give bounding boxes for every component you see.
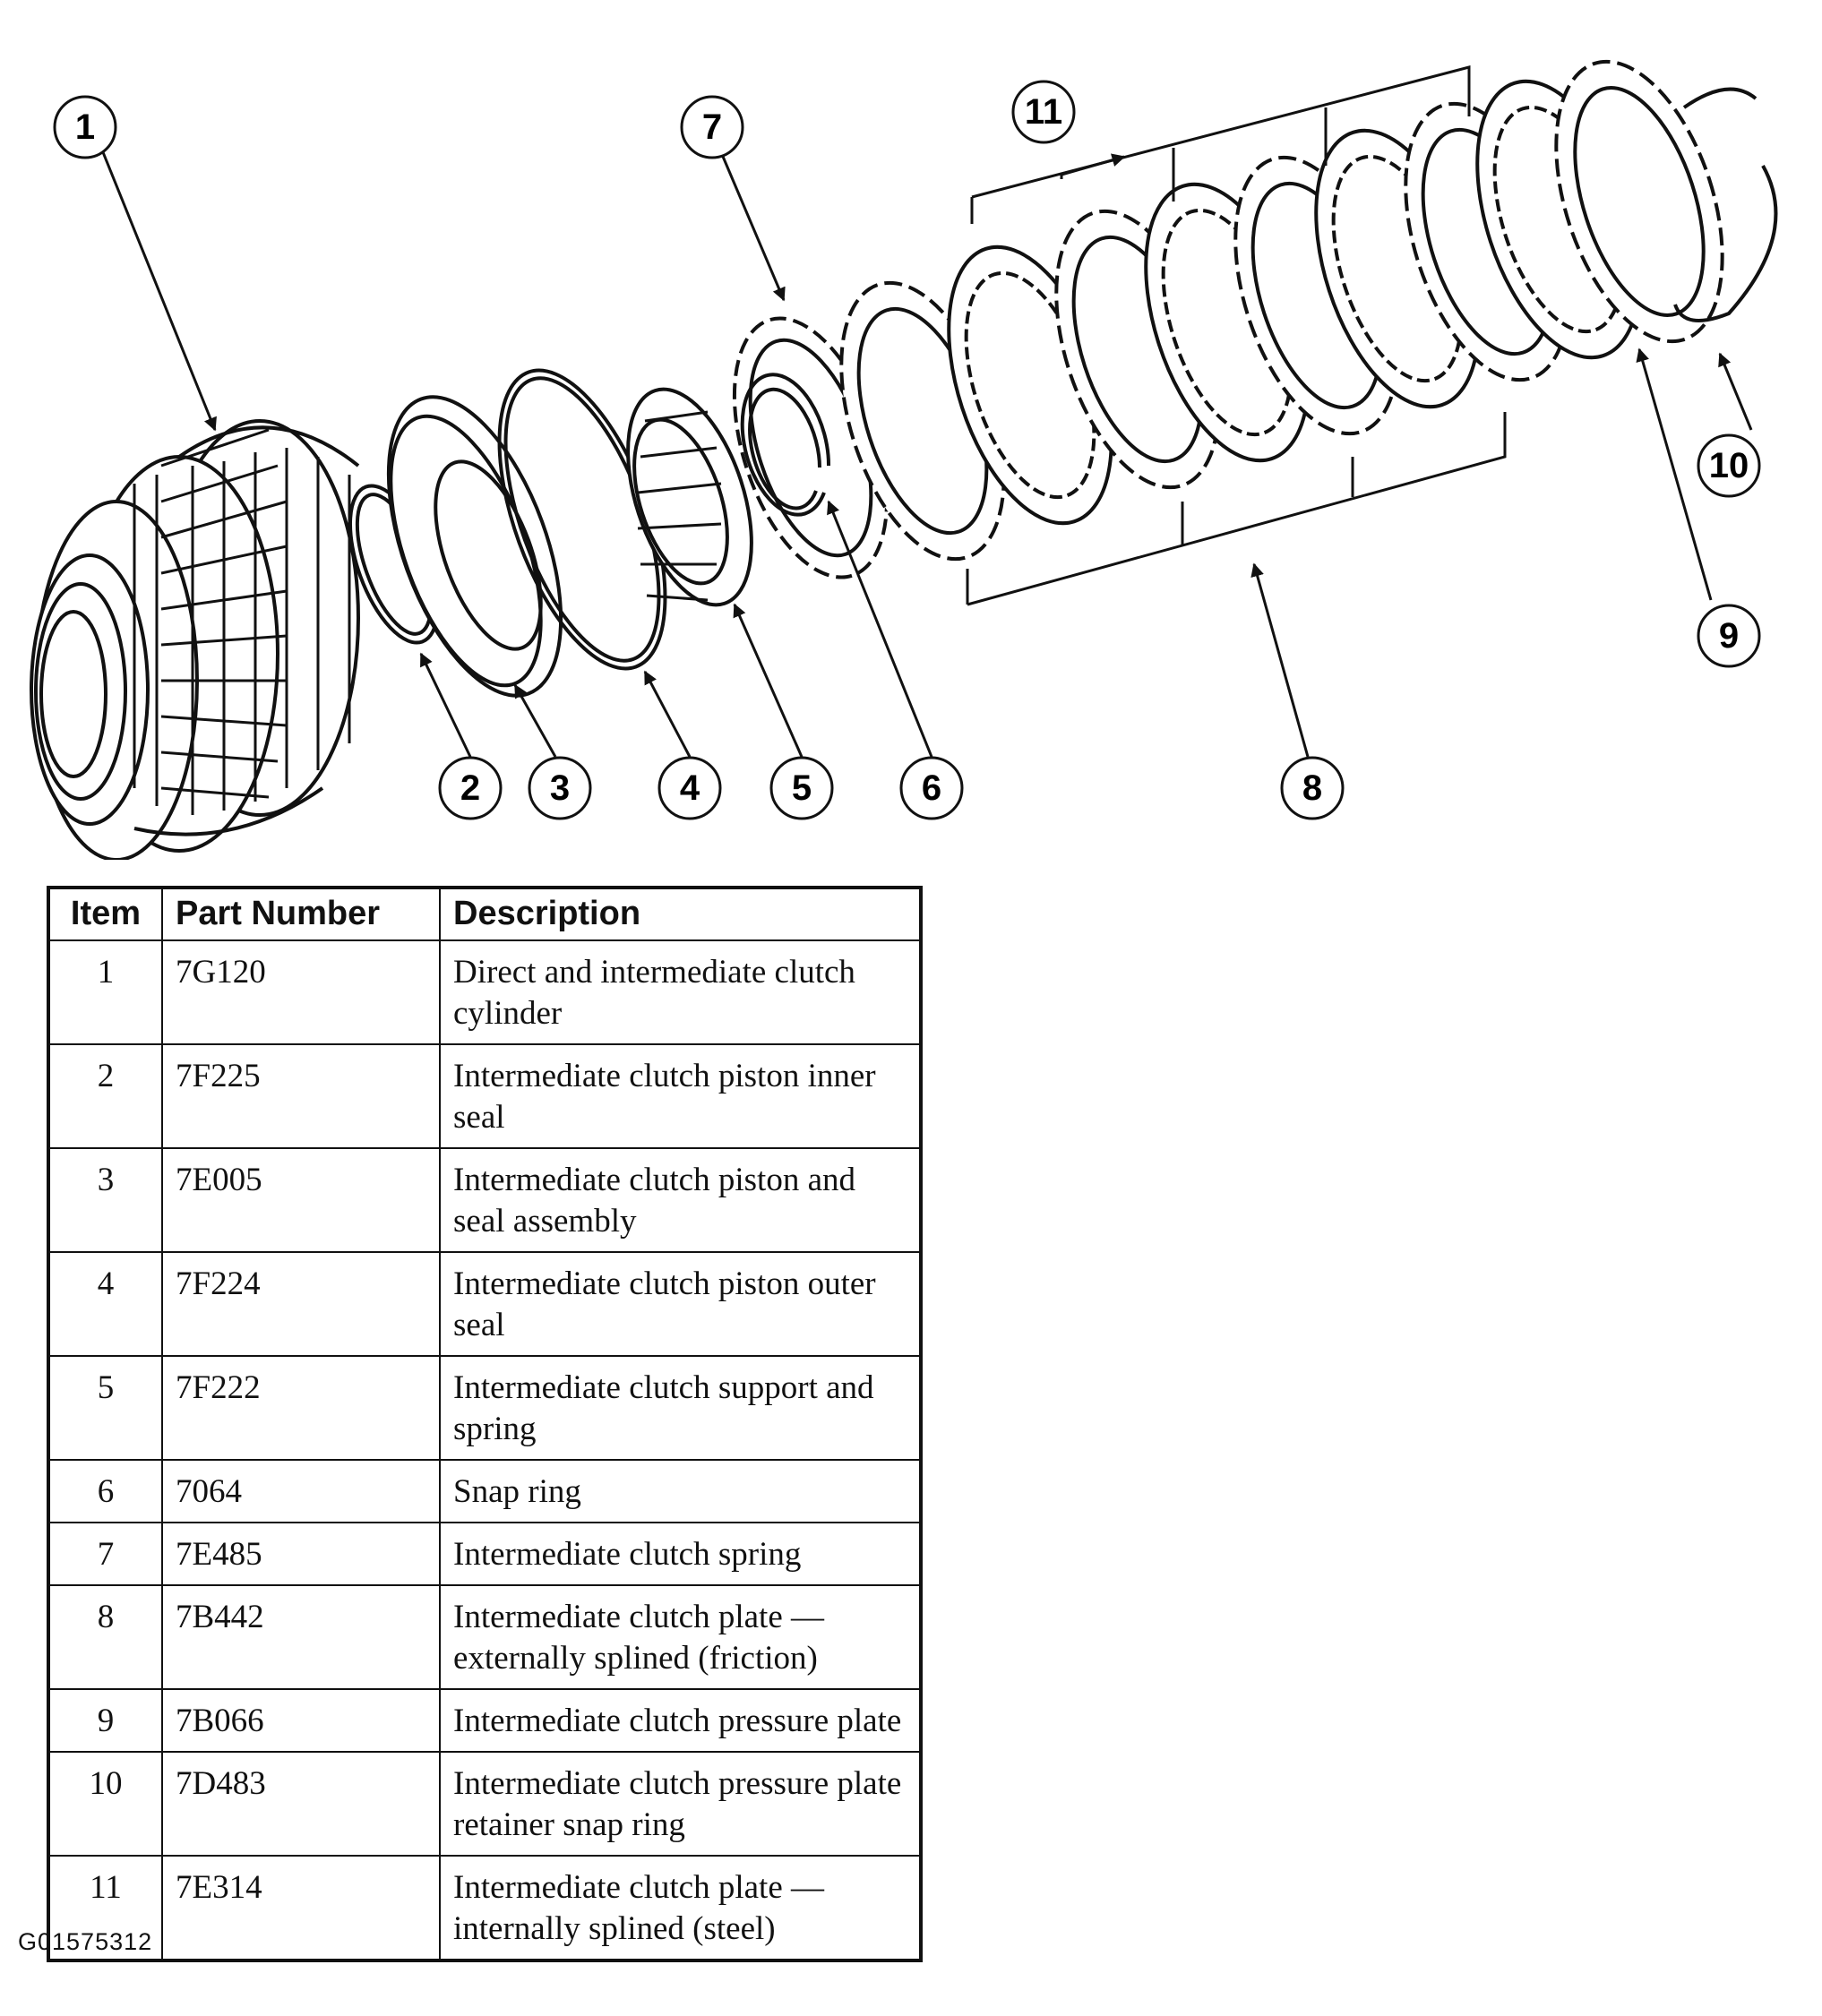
svg-text:8: 8 <box>1302 768 1322 808</box>
callout-4: 4 <box>657 756 722 820</box>
cell-item: 4 <box>47 1251 163 1357</box>
cell-item: 7 <box>47 1522 163 1586</box>
cell-description: Intermediate clutch spring <box>439 1522 922 1586</box>
cell-item: 2 <box>47 1043 163 1149</box>
cell-item: 10 <box>47 1751 163 1857</box>
cell-part-number: 7D483 <box>161 1751 441 1857</box>
cell-part-number: 7E005 <box>161 1147 441 1253</box>
header-part-number: Part Number <box>161 887 441 941</box>
clutch-cylinder-drawing <box>30 419 360 860</box>
cell-description: Intermediate clutch plate — externally s… <box>439 1584 922 1690</box>
svg-text:3: 3 <box>550 768 570 808</box>
cell-description: Direct and intermediate clutch cylinder <box>439 939 922 1045</box>
callout-11: 11 <box>1011 80 1076 144</box>
cell-description: Intermediate clutch support and spring <box>439 1355 922 1461</box>
callout-5: 5 <box>769 756 834 820</box>
cell-item: 1 <box>47 939 163 1045</box>
cell-part-number: 7B442 <box>161 1584 441 1690</box>
piston-drawing <box>386 395 563 698</box>
cell-item: 3 <box>47 1147 163 1253</box>
svg-text:7: 7 <box>702 107 722 147</box>
svg-text:5: 5 <box>792 768 812 808</box>
cell-item: 5 <box>47 1355 163 1461</box>
cell-item: 6 <box>47 1459 163 1523</box>
cell-description: Intermediate clutch piston outer seal <box>439 1251 922 1357</box>
figure-id: G01575312 <box>18 1928 153 1955</box>
leader-lines <box>101 151 1753 758</box>
exploded-view-diagram: 1 2 3 4 5 6 7 8 9 10 11 <box>30 59 1778 860</box>
cell-part-number: 7E485 <box>161 1522 441 1586</box>
callout-8: 8 <box>1280 756 1345 820</box>
cell-description: Intermediate clutch piston and seal asse… <box>439 1147 922 1253</box>
callout-2: 2 <box>438 756 503 820</box>
cell-part-number: 7F224 <box>161 1251 441 1357</box>
callout-10: 10 <box>1697 433 1761 498</box>
svg-text:4: 4 <box>680 768 700 808</box>
svg-text:10: 10 <box>1709 446 1749 485</box>
cell-description: Snap ring <box>439 1459 922 1523</box>
retainer-snap-ring-drawing <box>1673 87 1778 322</box>
cell-part-number: 7E314 <box>161 1855 441 1961</box>
callout-6: 6 <box>899 756 964 820</box>
cell-description: Intermediate clutch piston inner seal <box>439 1043 922 1149</box>
cell-part-number: 7F222 <box>161 1355 441 1461</box>
cell-item: 11 <box>47 1855 163 1961</box>
callout-9: 9 <box>1697 604 1761 668</box>
bracket-lines <box>966 65 1507 606</box>
svg-text:6: 6 <box>922 768 941 808</box>
clutch-plates-drawing <box>839 59 1724 562</box>
cell-part-number: 7F225 <box>161 1043 441 1149</box>
cell-item: 9 <box>47 1688 163 1753</box>
callout-1: 1 <box>53 95 117 159</box>
support-spring-drawing <box>626 387 753 607</box>
svg-text:11: 11 <box>1025 92 1062 132</box>
callout-7: 7 <box>680 95 744 159</box>
cell-part-number: 7064 <box>161 1459 441 1523</box>
callout-3: 3 <box>528 756 592 820</box>
header-description: Description <box>439 887 922 941</box>
header-item: Item <box>47 887 163 941</box>
svg-text:1: 1 <box>75 107 95 147</box>
table-header-row: Item Part Number Description <box>47 887 922 941</box>
cell-part-number: 7G120 <box>161 939 441 1045</box>
svg-text:2: 2 <box>460 768 480 808</box>
cell-description: Intermediate clutch plate — internally s… <box>439 1855 922 1961</box>
cell-part-number: 7B066 <box>161 1688 441 1753</box>
svg-text:9: 9 <box>1719 616 1739 656</box>
cell-description: Intermediate clutch pressure plate <box>439 1688 922 1753</box>
cell-item: 8 <box>47 1584 163 1690</box>
cell-description: Intermediate clutch pressure plate retai… <box>439 1751 922 1857</box>
